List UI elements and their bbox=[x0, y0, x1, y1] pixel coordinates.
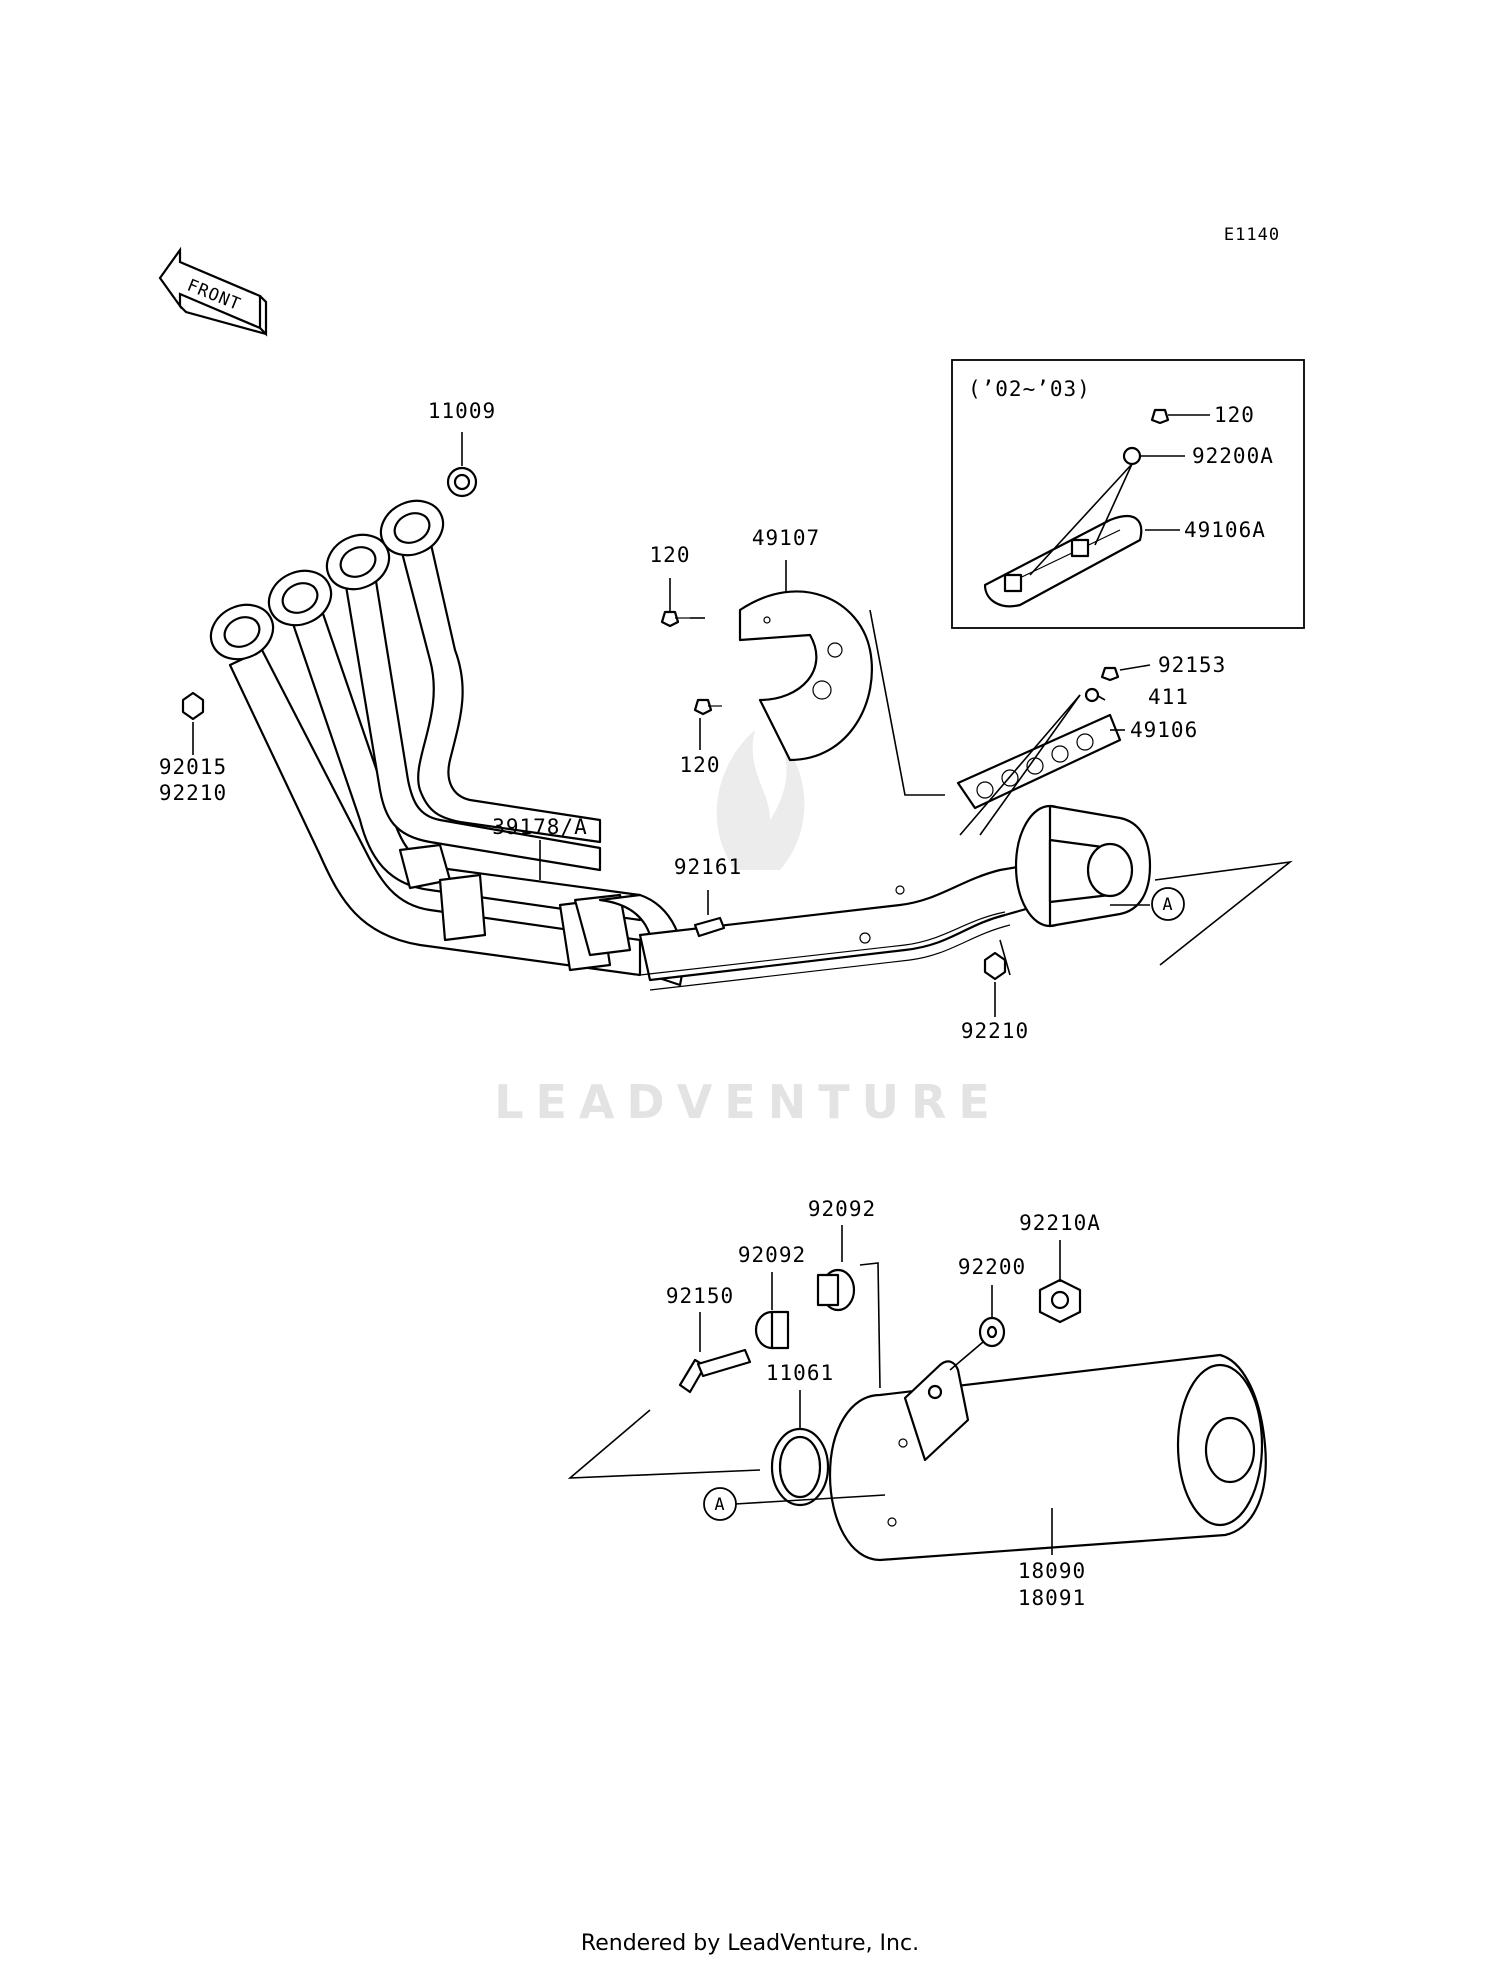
muffler-18090 bbox=[828, 1353, 1267, 1562]
svg-text:A: A bbox=[714, 1495, 725, 1515]
part-label: 11061 bbox=[766, 1361, 834, 1385]
leader-lines-upper bbox=[192, 432, 1293, 1017]
part-label: 18090 bbox=[1018, 1559, 1086, 1583]
fasteners-lower bbox=[678, 1268, 1082, 1507]
exhaust-header-pipes bbox=[209, 499, 1042, 991]
part-label: 92200 bbox=[958, 1255, 1026, 1279]
heat-guard-49106 bbox=[956, 713, 1122, 810]
part-label: 92161 bbox=[674, 855, 742, 879]
part-label: 92092 bbox=[808, 1197, 876, 1221]
diagram-code: E1140 bbox=[1224, 225, 1280, 245]
catalyzer-outlet bbox=[1014, 804, 1152, 928]
part-label: 120 bbox=[650, 543, 691, 567]
header-flange bbox=[209, 499, 445, 661]
part-label: 49106 bbox=[1130, 718, 1198, 742]
part-label: 120 bbox=[1214, 403, 1255, 427]
part-label: 49107 bbox=[752, 526, 820, 550]
footer-credit: Rendered by LeadVenture, Inc. bbox=[581, 1931, 919, 1956]
part-label: 92015 bbox=[159, 755, 227, 779]
leader-lines-lower bbox=[567, 1225, 1061, 1555]
part-label: 18091 bbox=[1018, 1586, 1086, 1610]
part-label: 39178/A bbox=[492, 815, 588, 839]
part-label: 49106A bbox=[1184, 518, 1266, 542]
inset-label: (’02~’03) bbox=[968, 377, 1091, 401]
front-arrow-icon: FRONT bbox=[158, 246, 268, 337]
reference-marker-upper: A bbox=[1151, 887, 1185, 921]
fasteners-upper bbox=[181, 466, 1120, 981]
watermark: LEADVENTURE bbox=[494, 730, 1002, 1129]
part-label: 11009 bbox=[428, 399, 496, 423]
part-label: 92210 bbox=[961, 1019, 1029, 1043]
inset-02-03: (’02~’03) bbox=[951, 359, 1305, 629]
heat-guard-49107 bbox=[738, 590, 873, 762]
part-label: 92153 bbox=[1158, 653, 1226, 677]
reference-marker-lower: A bbox=[703, 1487, 737, 1521]
part-label: 120 bbox=[680, 753, 721, 777]
part-label: 92092 bbox=[738, 1243, 806, 1267]
watermark-text: LEADVENTURE bbox=[494, 1075, 1002, 1129]
part-label: 411 bbox=[1148, 685, 1189, 709]
part-callouts: 11009 92015 92210 39178/A 120 49107 120 … bbox=[159, 399, 1274, 1610]
part-label: 92210 bbox=[159, 781, 227, 805]
svg-text:A: A bbox=[1162, 895, 1173, 915]
part-label: 92210A bbox=[1019, 1211, 1101, 1235]
part-label: 92200A bbox=[1192, 444, 1274, 468]
part-label: 92150 bbox=[666, 1284, 734, 1308]
